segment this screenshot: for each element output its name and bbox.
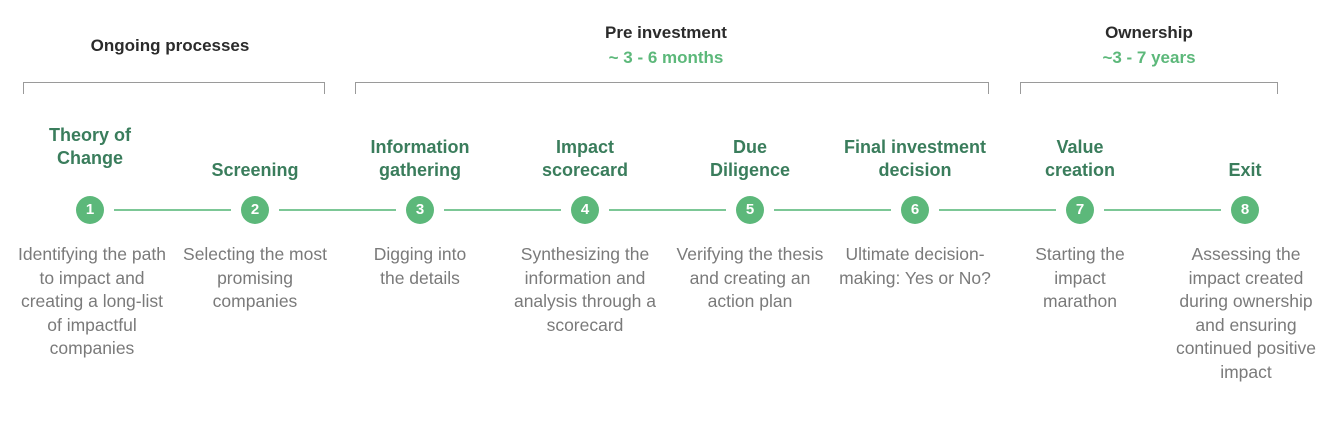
connector-1-2 (114, 209, 231, 211)
step-3-title: Information gathering (370, 137, 470, 180)
step-6-circle: 6 (901, 196, 929, 224)
step-title-theory-of-change: Theory of Change (5, 110, 175, 182)
step-7-circle: 7 (1066, 196, 1094, 224)
step-1-description: Identifying the path to impact and creat… (18, 244, 166, 358)
connector-5-6 (774, 209, 891, 211)
step-6-description: Ultimate decision-making: Yes or No? (839, 244, 991, 288)
step-8-title: Exit (1228, 160, 1262, 180)
connector-6-7 (939, 209, 1056, 211)
connector-2-3 (279, 209, 396, 211)
step-title-exit: Exit (1160, 134, 1330, 182)
phase-duration-pre-investment: ~ 3 - 6 months (608, 48, 724, 67)
step-2-title: Screening (211, 160, 299, 180)
step-title-final-investment-decision: Final investment decision (815, 134, 1015, 182)
connector-7-8 (1104, 209, 1221, 211)
step-title-information-gathering: Information gathering (335, 134, 505, 182)
step-title-due-diligence: Due Diligence (665, 134, 835, 182)
phase-title-pre-investment: Pre investment (605, 23, 727, 42)
step-6-title: Final investment decision (843, 137, 987, 180)
step-7-title: Value creation (1044, 137, 1116, 180)
bracket-ownership (1020, 82, 1278, 94)
step-1-title: Theory of Change (48, 125, 131, 168)
connector-3-4 (444, 209, 561, 211)
step-title-impact-scorecard: Impact scorecard (500, 134, 670, 182)
step-8-circle: 8 (1231, 196, 1259, 224)
step-1-circle: 1 (76, 196, 104, 224)
bracket-ongoing (23, 82, 325, 94)
step-2-description: Selecting the most promising companies (183, 244, 327, 311)
bracket-pre-investment (355, 82, 989, 94)
step-4-title: Impact scorecard (541, 137, 629, 180)
step-8-description: Assessing the impact created during owne… (1175, 244, 1317, 382)
step-5-description: Verifying the thesis and creating an act… (676, 244, 824, 311)
step-7-description: Starting the impact marathon (1035, 244, 1125, 311)
step-4-circle: 4 (571, 196, 599, 224)
step-4-description: Synthesizing the information and analysi… (513, 244, 657, 335)
step-5-title: Due Diligence (709, 137, 791, 180)
step-2-circle: 2 (241, 196, 269, 224)
connector-4-5 (609, 209, 726, 211)
step-3-description: Digging into the details (373, 244, 467, 288)
step-3-circle: 3 (406, 196, 434, 224)
step-title-value-creation: Value creation (995, 134, 1165, 182)
phase-title-ownership: Ownership (1105, 23, 1193, 42)
step-5-circle: 5 (736, 196, 764, 224)
phase-title-ongoing: Ongoing processes (90, 36, 250, 55)
step-title-screening: Screening (170, 134, 340, 182)
phase-duration-ownership: ~3 - 7 years (1102, 48, 1196, 67)
